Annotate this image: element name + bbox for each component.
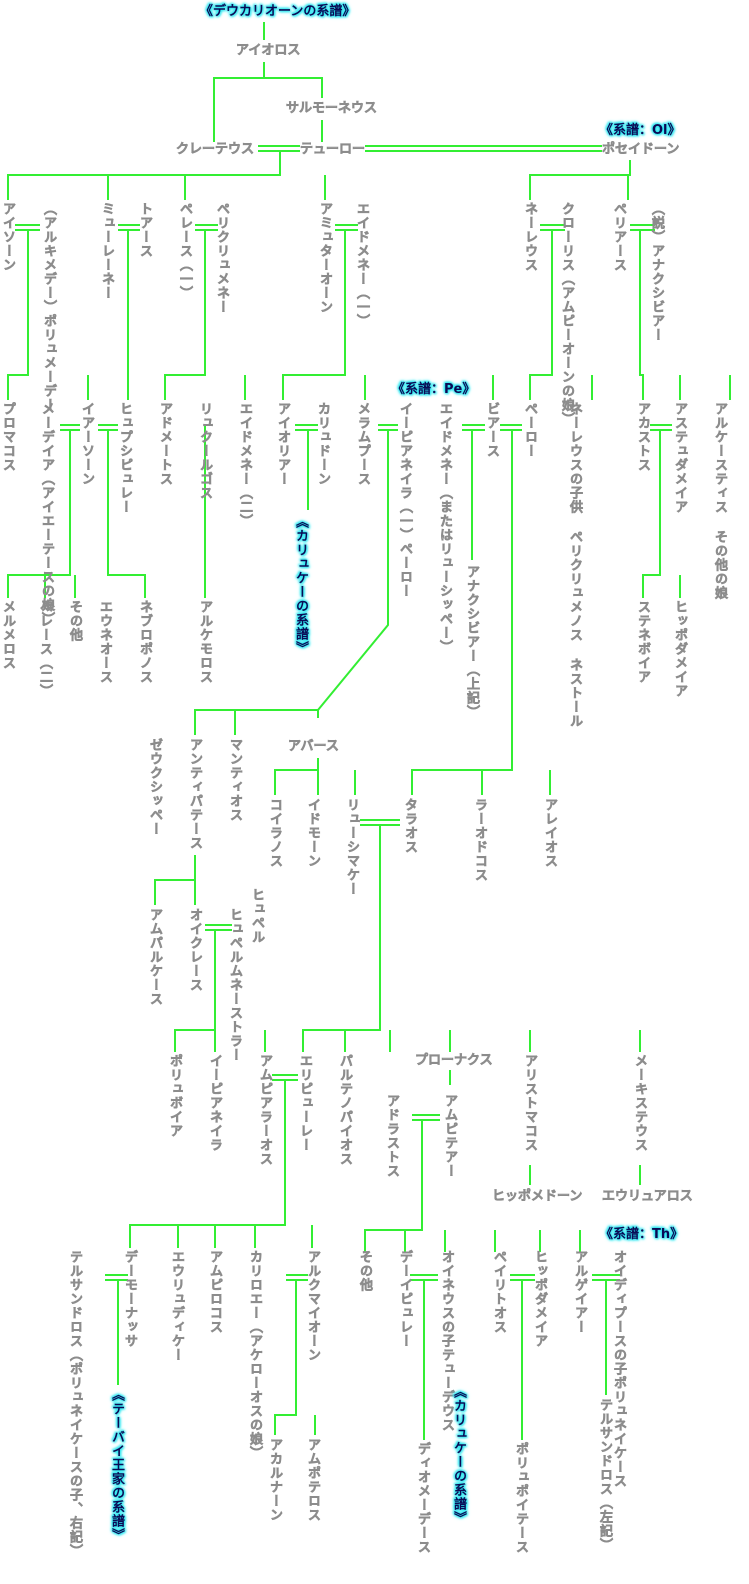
name-amythaon-2: アミュターオーン (317, 202, 333, 315)
name-abas: アバース (288, 739, 339, 754)
name-periklymenos: ネーレウスの子供 ペリクリュメノス ネストール (567, 402, 583, 729)
name-demonassa: デーモーナッサ (122, 1250, 138, 1349)
name-oikles: オイクレース (187, 908, 203, 993)
name-diomedes: ディオメーデース (415, 1442, 431, 1555)
name-admetos: アドメートス (157, 402, 173, 487)
name-amythaon: トアース (137, 202, 153, 259)
name-amphilochos: アムピロコス (207, 1250, 223, 1335)
name-alkmaion: アルクマイオーン (305, 1250, 321, 1363)
name-chloris: クローリス（アムピーオーンの娘） (559, 202, 575, 427)
name-eidomene-4: エイドメネー（またはリューシッペー） (437, 402, 453, 655)
name-laodokos: ラーオドコス (472, 798, 488, 883)
name-archemoros: アルケモロス (197, 600, 213, 685)
name-alkimede-polymede: （アルキメデー）ポリュメーデー (41, 202, 57, 413)
name-eidomene: エイドメネー（一） (354, 202, 370, 329)
name-koiranos: コイラノス (267, 798, 283, 869)
name-tyro: テューロー (300, 142, 366, 157)
name-pheres-2: ペレース（二） (37, 600, 53, 699)
name-pheres: ペレース（一） (177, 202, 193, 301)
name-astrodia: アステュダメイア (672, 402, 688, 515)
name-parthenopaios: パルテノパイオス (337, 1054, 353, 1167)
name-akarnan: アカルナーン (267, 1438, 283, 1523)
name-pelias: ペリアース (611, 202, 627, 273)
name-mantios: マンティオス (227, 738, 243, 823)
name-periklymene: ペリクリュメネー (214, 202, 230, 315)
name-akastos: アカストス (635, 402, 651, 473)
name-adrastos: アドラストス (384, 1094, 400, 1179)
name-nebrophonos: ネブロポノス (137, 600, 153, 685)
name-anaxibia: （説）アナクシビアー (649, 202, 665, 343)
name-promachos: プロマコス (0, 402, 15, 473)
name-argeia: アルゲイアー (572, 1250, 588, 1335)
name-amphiaraos: アムピアラーオス (257, 1054, 273, 1167)
name-polypoites: ポリュポイテース (513, 1442, 529, 1555)
name-sthenoboia: ステネボイア (635, 600, 651, 685)
name-hyperes: ヒュペル (249, 888, 265, 945)
name-hypsipyle: ヒュプシピュレー (117, 402, 133, 515)
name-alkestis: アルケースティス その他の娘 (712, 402, 728, 601)
name-aristomachos: アリストマコス (522, 1054, 538, 1153)
name-aiolos: アイオロス (236, 43, 301, 58)
name-pronax: プローナクス (415, 1053, 493, 1068)
name-kretheus: クレーテウス (176, 142, 255, 157)
name-mekisteus: メーキステウス (632, 1054, 648, 1153)
name-eriphyle: エリピューレー (297, 1054, 313, 1153)
name-salmoneus: サルモーネウス (286, 101, 378, 116)
name-kallirrhoe: カリロエー（アケローオスの娘） (247, 1250, 263, 1461)
name-amphalkes: アムパルケース (147, 908, 163, 1007)
name-talaos: タラオス (402, 798, 418, 855)
name-bias: ビアース (484, 402, 500, 459)
name-amphithea: アムピテアー (442, 1094, 458, 1179)
name-aigialeia: ペイリトオス (491, 1250, 507, 1335)
name-polyneikes: オイディプースの子ポリュネイケース (611, 1250, 627, 1489)
name-poseidon: ポセイドーン (602, 142, 680, 157)
name-neleus: ネーレウス (522, 202, 538, 273)
name-eidomene-3: エイドメネー（二） (237, 402, 253, 529)
tag-genealogy-pe[interactable]: 《系譜：Pe》 (392, 382, 476, 397)
name-hippothoe: ヒッポダメイア (672, 600, 688, 699)
name-deipyle: デーイピュレー (397, 1250, 413, 1349)
name-eidomene-2: ミューレーネー (99, 202, 115, 301)
name-aiolia: アイオリアー (275, 402, 291, 487)
name-kalydon: カリュドーン (315, 402, 331, 487)
name-iphianeira: イーピアネイラ（一）ペーロー (397, 402, 413, 599)
name-euryalos: エウリュアロス (602, 1189, 693, 1204)
name-hippomedon: ヒッポメドーン (492, 1189, 583, 1204)
name-amphoteros: アムポテロス (305, 1438, 321, 1523)
name-hippodameia: ヒッポダメイア (532, 1250, 548, 1349)
name-thersandros-2: テルサンドロス（ポリュネイケースの子、右記） (67, 1250, 83, 1559)
name-hypermnestra: ヒュペルムネーストラー (227, 908, 243, 1063)
name-antiphates: アンティパテース (187, 738, 203, 851)
name-melampous: メラムプース (355, 402, 371, 487)
name-areios: アレイオス (542, 798, 558, 869)
tag-kalyke-lineage-2[interactable]: 《カリュケーの系譜》 (451, 1385, 466, 1525)
name-lysimache: リューシマケー (344, 798, 360, 897)
name-idmon: イドモーン (305, 798, 321, 869)
name-medeia: メーデイア（アイエーテースの娘） (39, 402, 55, 627)
name-tydeus: オイネウスの子テューデウス (439, 1250, 455, 1433)
name-lykourgos: リュクールゴス (197, 402, 213, 501)
name-others-2: その他 (357, 1250, 373, 1293)
name-iphianeira-2: イーピアネイラ (207, 1054, 223, 1153)
name-iason: イアーソーン (79, 402, 95, 487)
name-others-1: その他 (67, 600, 83, 643)
tag-kalyke-lineage[interactable]: 《カリュケーの系譜》 (293, 515, 308, 655)
name-theoklymenos: ゼウクシッペー (147, 738, 163, 837)
name-polyboia: ポリュボイア (167, 1054, 183, 1139)
tag-genealogy-th[interactable]: 《系譜：Th》 (600, 1227, 684, 1242)
name-eurydike: エウリュディケー (169, 1250, 185, 1363)
name-anaxibia-2: アナクシビアー（上記） (464, 565, 480, 720)
name-thersandros: メルメロス (0, 600, 15, 671)
title-deucalion-lineage: 《デウカリオーンの系譜》 (200, 4, 356, 19)
name-pero: ペーロー (522, 402, 538, 459)
name-thersandros-3: テルサンドロス（左記） (597, 1398, 613, 1553)
name-aison: アイソーン (0, 202, 15, 273)
name-euneos: エウネオース (97, 600, 113, 685)
tag-genealogy-ol[interactable]: 《系譜：Ol》 (600, 123, 681, 138)
tag-thebes-royal[interactable]: 《テーバイ王家の系譜》 (109, 1388, 124, 1542)
